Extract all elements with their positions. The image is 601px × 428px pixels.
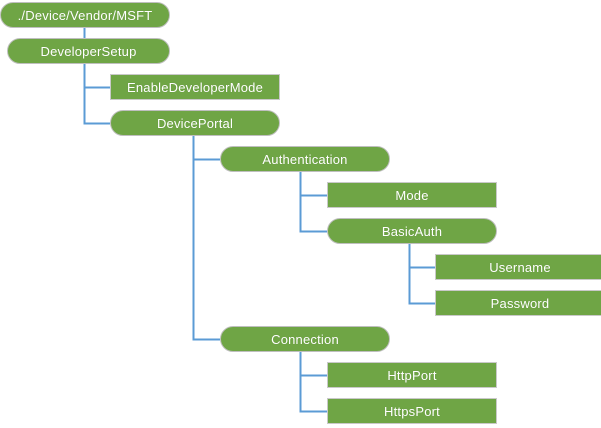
- node-enabledevelopermode[interactable]: EnableDeveloperMode: [110, 74, 280, 100]
- node-label-httpport: HttpPort: [387, 367, 437, 383]
- connector-developersetup-to-deviceportal: [83, 64, 110, 125]
- node-httpport[interactable]: HttpPort: [327, 362, 497, 388]
- connector-deviceportal-to-connection: [192, 136, 220, 341]
- node-basicauth[interactable]: BasicAuth: [327, 218, 497, 244]
- node-label-basicauth: BasicAuth: [381, 223, 443, 239]
- node-label-httpsport: HttpsPort: [384, 403, 440, 419]
- node-label-connection: Connection: [271, 331, 339, 347]
- connector-basicauth-to-password: [408, 244, 435, 305]
- connector-connection-to-httpport: [299, 352, 327, 377]
- node-mode[interactable]: Mode: [327, 182, 497, 208]
- node-connection[interactable]: Connection: [220, 326, 390, 352]
- connector-authentication-to-mode: [299, 172, 327, 197]
- node-label-authentication: Authentication: [262, 151, 348, 167]
- connector-developersetup-to-enabledevelopermode: [83, 64, 110, 89]
- node-label-root: ./Device/Vendor/MSFT: [17, 7, 153, 23]
- node-label-mode: Mode: [395, 187, 429, 203]
- node-label-password: Password: [490, 295, 550, 311]
- node-deviceportal[interactable]: DevicePortal: [110, 110, 280, 136]
- node-password[interactable]: Password: [435, 290, 601, 316]
- node-label-developersetup: DeveloperSetup: [40, 43, 137, 59]
- connector-basicauth-to-username: [408, 244, 435, 269]
- node-username[interactable]: Username: [435, 254, 601, 280]
- node-httpsport[interactable]: HttpsPort: [327, 398, 497, 424]
- node-label-deviceportal: DevicePortal: [156, 115, 234, 131]
- connector-connection-to-httpsport: [299, 352, 327, 413]
- connector-authentication-to-basicauth: [299, 172, 327, 233]
- node-label-enabledevelopermode: EnableDeveloperMode: [126, 79, 264, 95]
- node-authentication[interactable]: Authentication: [220, 146, 390, 172]
- node-label-username: Username: [489, 259, 551, 275]
- node-developersetup[interactable]: DeveloperSetup: [7, 38, 170, 64]
- node-root[interactable]: ./Device/Vendor/MSFT: [0, 2, 170, 28]
- connector-deviceportal-to-authentication: [192, 136, 220, 161]
